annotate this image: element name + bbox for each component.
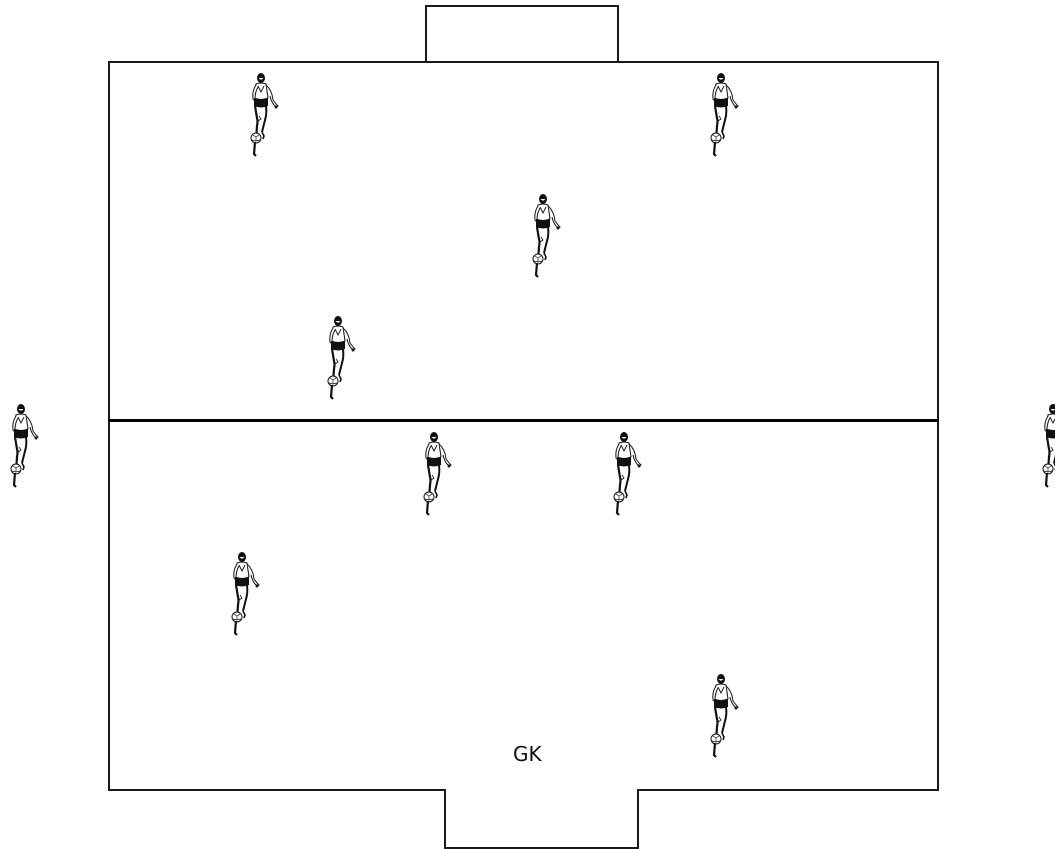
soccer-player-icon <box>419 431 453 525</box>
soccer-player-icon <box>227 551 261 645</box>
bottom-goal <box>444 789 639 849</box>
top-goal <box>425 5 619 63</box>
soccer-player-icon <box>1038 403 1055 497</box>
goalkeeper-label: GK <box>513 742 542 766</box>
soccer-player-icon <box>323 315 357 409</box>
soccer-player-icon <box>528 193 562 287</box>
soccer-player-icon <box>609 431 643 525</box>
soccer-player-icon <box>6 403 40 497</box>
pitch-boundary <box>108 61 939 791</box>
soccer-player-icon <box>246 72 280 166</box>
soccer-player-icon <box>706 673 740 767</box>
soccer-player-icon <box>706 72 740 166</box>
halfway-line <box>108 419 939 422</box>
